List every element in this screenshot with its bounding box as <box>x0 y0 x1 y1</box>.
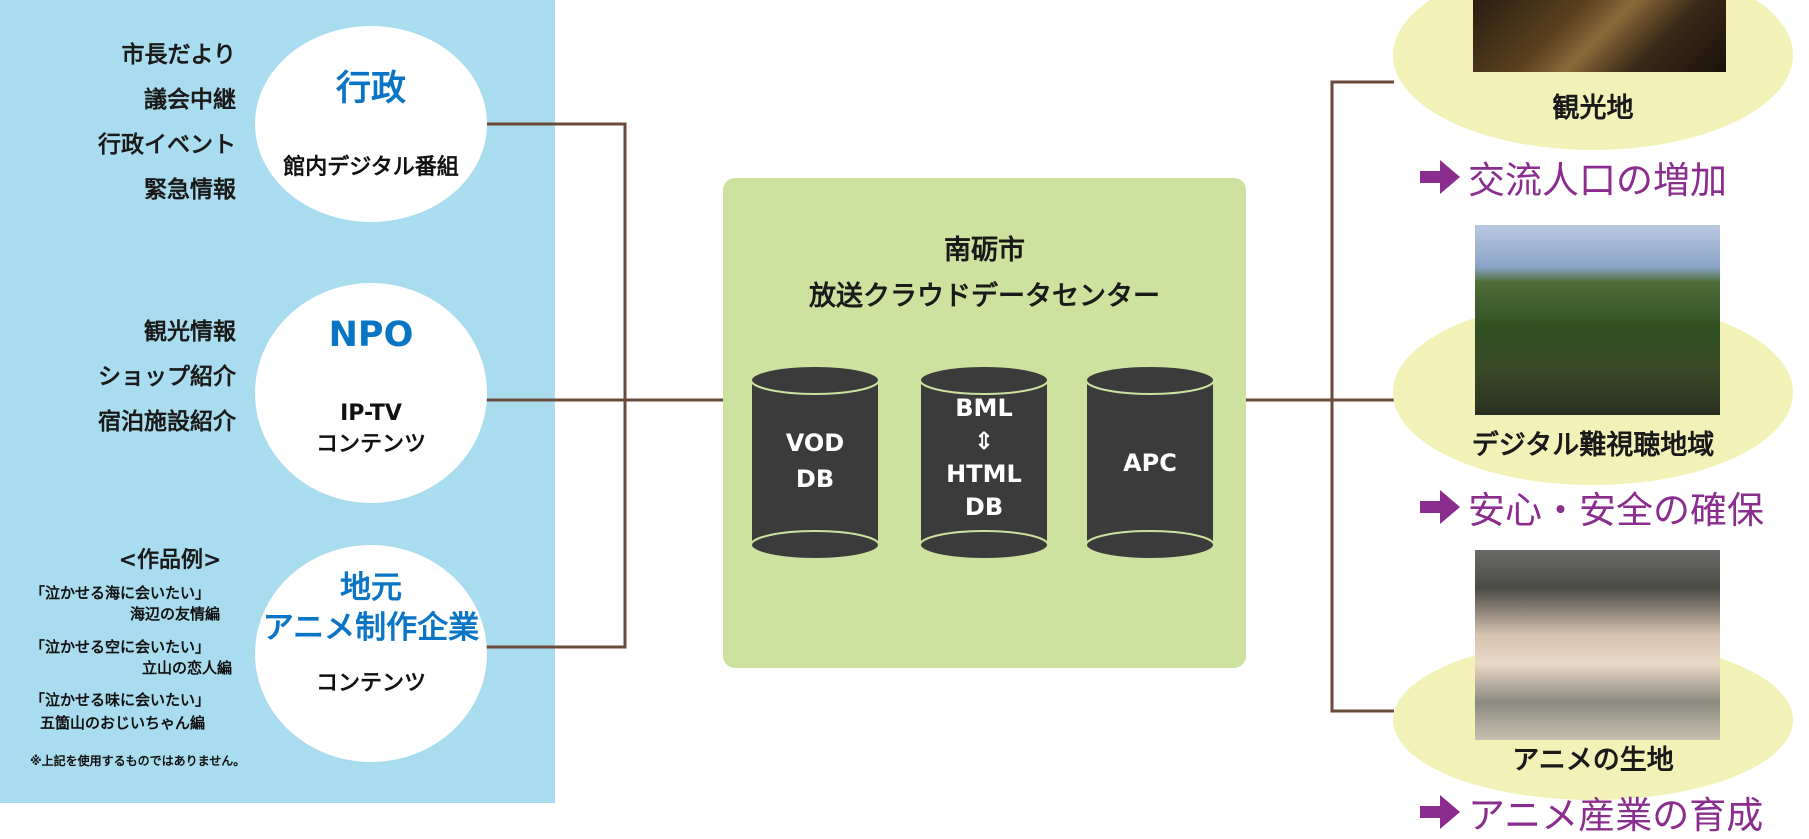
benefit-text: 交流人口の増加 <box>1468 159 1727 202</box>
work-title: 「泣かせる海に会いたい」 <box>30 584 211 602</box>
list-item: 宿泊施設紹介 <box>98 409 236 435</box>
arrow-right-icon <box>1420 490 1460 524</box>
target-benefit-digital: 安心・安全の確保 <box>1418 480 1764 534</box>
bml-html-db-cylinder <box>919 365 1049 560</box>
work-title: 「泣かせる味に会いたい」 <box>30 691 211 709</box>
vod-db-cylinder <box>750 365 880 560</box>
works-heading: <作品例> <box>118 548 222 573</box>
source-circle-gov <box>255 26 487 222</box>
source-title-anime: 地元 アニメ制作企業 <box>262 570 480 646</box>
source-subtitle-npo: IP-TV コンテンツ <box>315 401 426 457</box>
work-episode: 海辺の友情編 <box>130 605 221 623</box>
benefit-text: 安心・安全の確保 <box>1468 489 1764 532</box>
center-title-line1: 南砺市 <box>944 235 1025 266</box>
source-title-gov: 行政 <box>335 69 406 109</box>
apc-label: APC <box>1123 449 1177 477</box>
vod-db-label: VOD DB <box>785 429 845 493</box>
village-photo <box>1475 225 1720 415</box>
left-bracket-line <box>460 122 627 649</box>
list-item: 議会中継 <box>144 87 236 113</box>
anime-character-image <box>1475 550 1720 740</box>
work-episode: 五箇山のおじいちゃん編 <box>40 714 206 732</box>
arrow-right-icon <box>1420 795 1460 829</box>
source-circle-anime <box>255 545 487 762</box>
target-label-digital: デジタル難視聴地域 <box>1471 430 1715 461</box>
target-benefit-anime: アニメ産業の育成 <box>1418 785 1763 839</box>
arrow-right-icon <box>1420 160 1460 194</box>
list-item: 行政イベント <box>98 132 236 158</box>
source-circle-npo <box>255 283 487 503</box>
apc-cylinder <box>1085 365 1215 560</box>
list-item: 観光情報 <box>144 319 236 345</box>
source-items-npo: 観光情報 ショップ紹介 宿泊施設紹介 <box>98 310 236 445</box>
target-label-anime: アニメの生地 <box>1512 745 1674 776</box>
source-items-gov: 市長だより 議会中継 行政イベント 緊急情報 <box>98 33 236 213</box>
work-episode: 立山の恋人編 <box>142 659 233 677</box>
target-label-tourism: 観光地 <box>1552 93 1634 124</box>
source-subtitle-anime: コンテンツ <box>315 671 426 696</box>
source-title-npo: NPO <box>328 315 414 355</box>
target-benefit-tourism: 交流人口の増加 <box>1418 150 1727 204</box>
list-item: ショップ紹介 <box>98 364 236 390</box>
list-item: 市長だより <box>121 42 236 68</box>
right-bracket-line <box>1330 80 1394 713</box>
benefit-text: アニメ産業の育成 <box>1468 794 1764 837</box>
list-item: 緊急情報 <box>144 177 236 203</box>
center-title-line2: 放送クラウドデータセンター <box>809 281 1160 312</box>
tourism-photo <box>1473 0 1726 72</box>
source-subtitle-gov: 館内デジタル番組 <box>283 155 459 180</box>
work-title: 「泣かせる空に会いたい」 <box>30 638 211 656</box>
database-cylinders <box>750 365 1215 560</box>
disclaimer-note: ※上記を使用するものではありません。 <box>30 754 246 768</box>
bml-html-db-label: BML ⇕ HTML DB <box>946 394 1022 521</box>
